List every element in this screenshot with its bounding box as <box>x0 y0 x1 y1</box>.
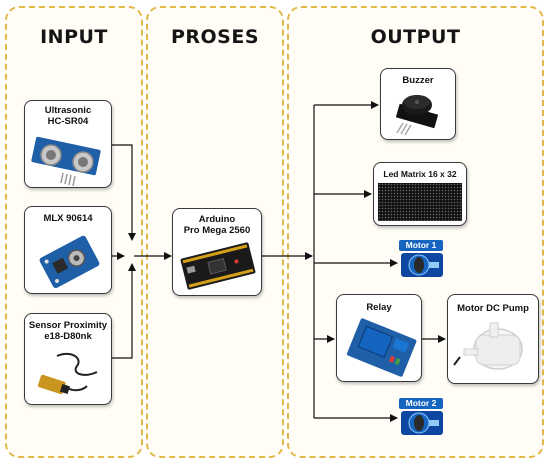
buzzer-label: Buzzer <box>402 75 434 86</box>
led-matrix-card: Led Matrix 16 x 32 <box>373 162 467 226</box>
output-panel-title: OUTPUT <box>370 26 461 48</box>
motor2-widget: Motor 2 <box>399 398 445 436</box>
relay-card: Relay <box>336 294 422 382</box>
arduino-board-icon <box>180 242 256 290</box>
proximity-label-1: Sensor Proximity <box>28 320 108 331</box>
proses-panel-title: PROSES <box>170 26 260 48</box>
arduino-card: Arduino Pro Mega 2560 <box>172 208 262 296</box>
motor1-widget: Motor 1 <box>399 240 445 278</box>
proximity-card: Sensor Proximity e18-D80nk <box>24 313 112 405</box>
mlx-label: MLX 90614 <box>43 213 93 224</box>
line-ultrasonic <box>112 144 136 241</box>
proximity-sensor-icon <box>37 352 98 395</box>
led-matrix-label: Led Matrix 16 x 32 <box>383 169 457 179</box>
motor2-label: Motor 2 <box>399 398 443 409</box>
arduino-label-1: Arduino <box>198 214 236 225</box>
input-panel-title: INPUT <box>40 26 108 48</box>
led-matrix-icon <box>378 183 462 221</box>
ultrasonic-sensor-icon <box>31 136 101 187</box>
line-proximity <box>112 263 136 359</box>
ultrasonic-label-2: HC-SR04 <box>47 116 89 127</box>
ultrasonic-label-1: Ultrasonic <box>44 105 92 116</box>
motor1-label: Motor 1 <box>399 240 443 251</box>
arduino-label-2: Pro Mega 2560 <box>183 225 251 236</box>
mlx-card: MLX 90614 <box>24 206 112 294</box>
motor2-icon <box>401 411 443 435</box>
buzzer-card: Buzzer <box>380 68 456 140</box>
ultrasonic-card: Ultrasonic HC-SR04 <box>24 100 112 188</box>
relay-label: Relay <box>366 302 392 313</box>
motor1-icon <box>401 253 443 277</box>
relay-module-icon <box>346 318 417 377</box>
pump-card: Motor DC Pump <box>447 294 539 384</box>
buzzer-icon <box>395 95 439 136</box>
pump-label: Motor DC Pump <box>457 303 529 314</box>
proximity-label-2: e18-D80nk <box>44 331 92 342</box>
water-pump-icon <box>453 322 523 370</box>
temperature-sensor-icon <box>39 235 100 289</box>
